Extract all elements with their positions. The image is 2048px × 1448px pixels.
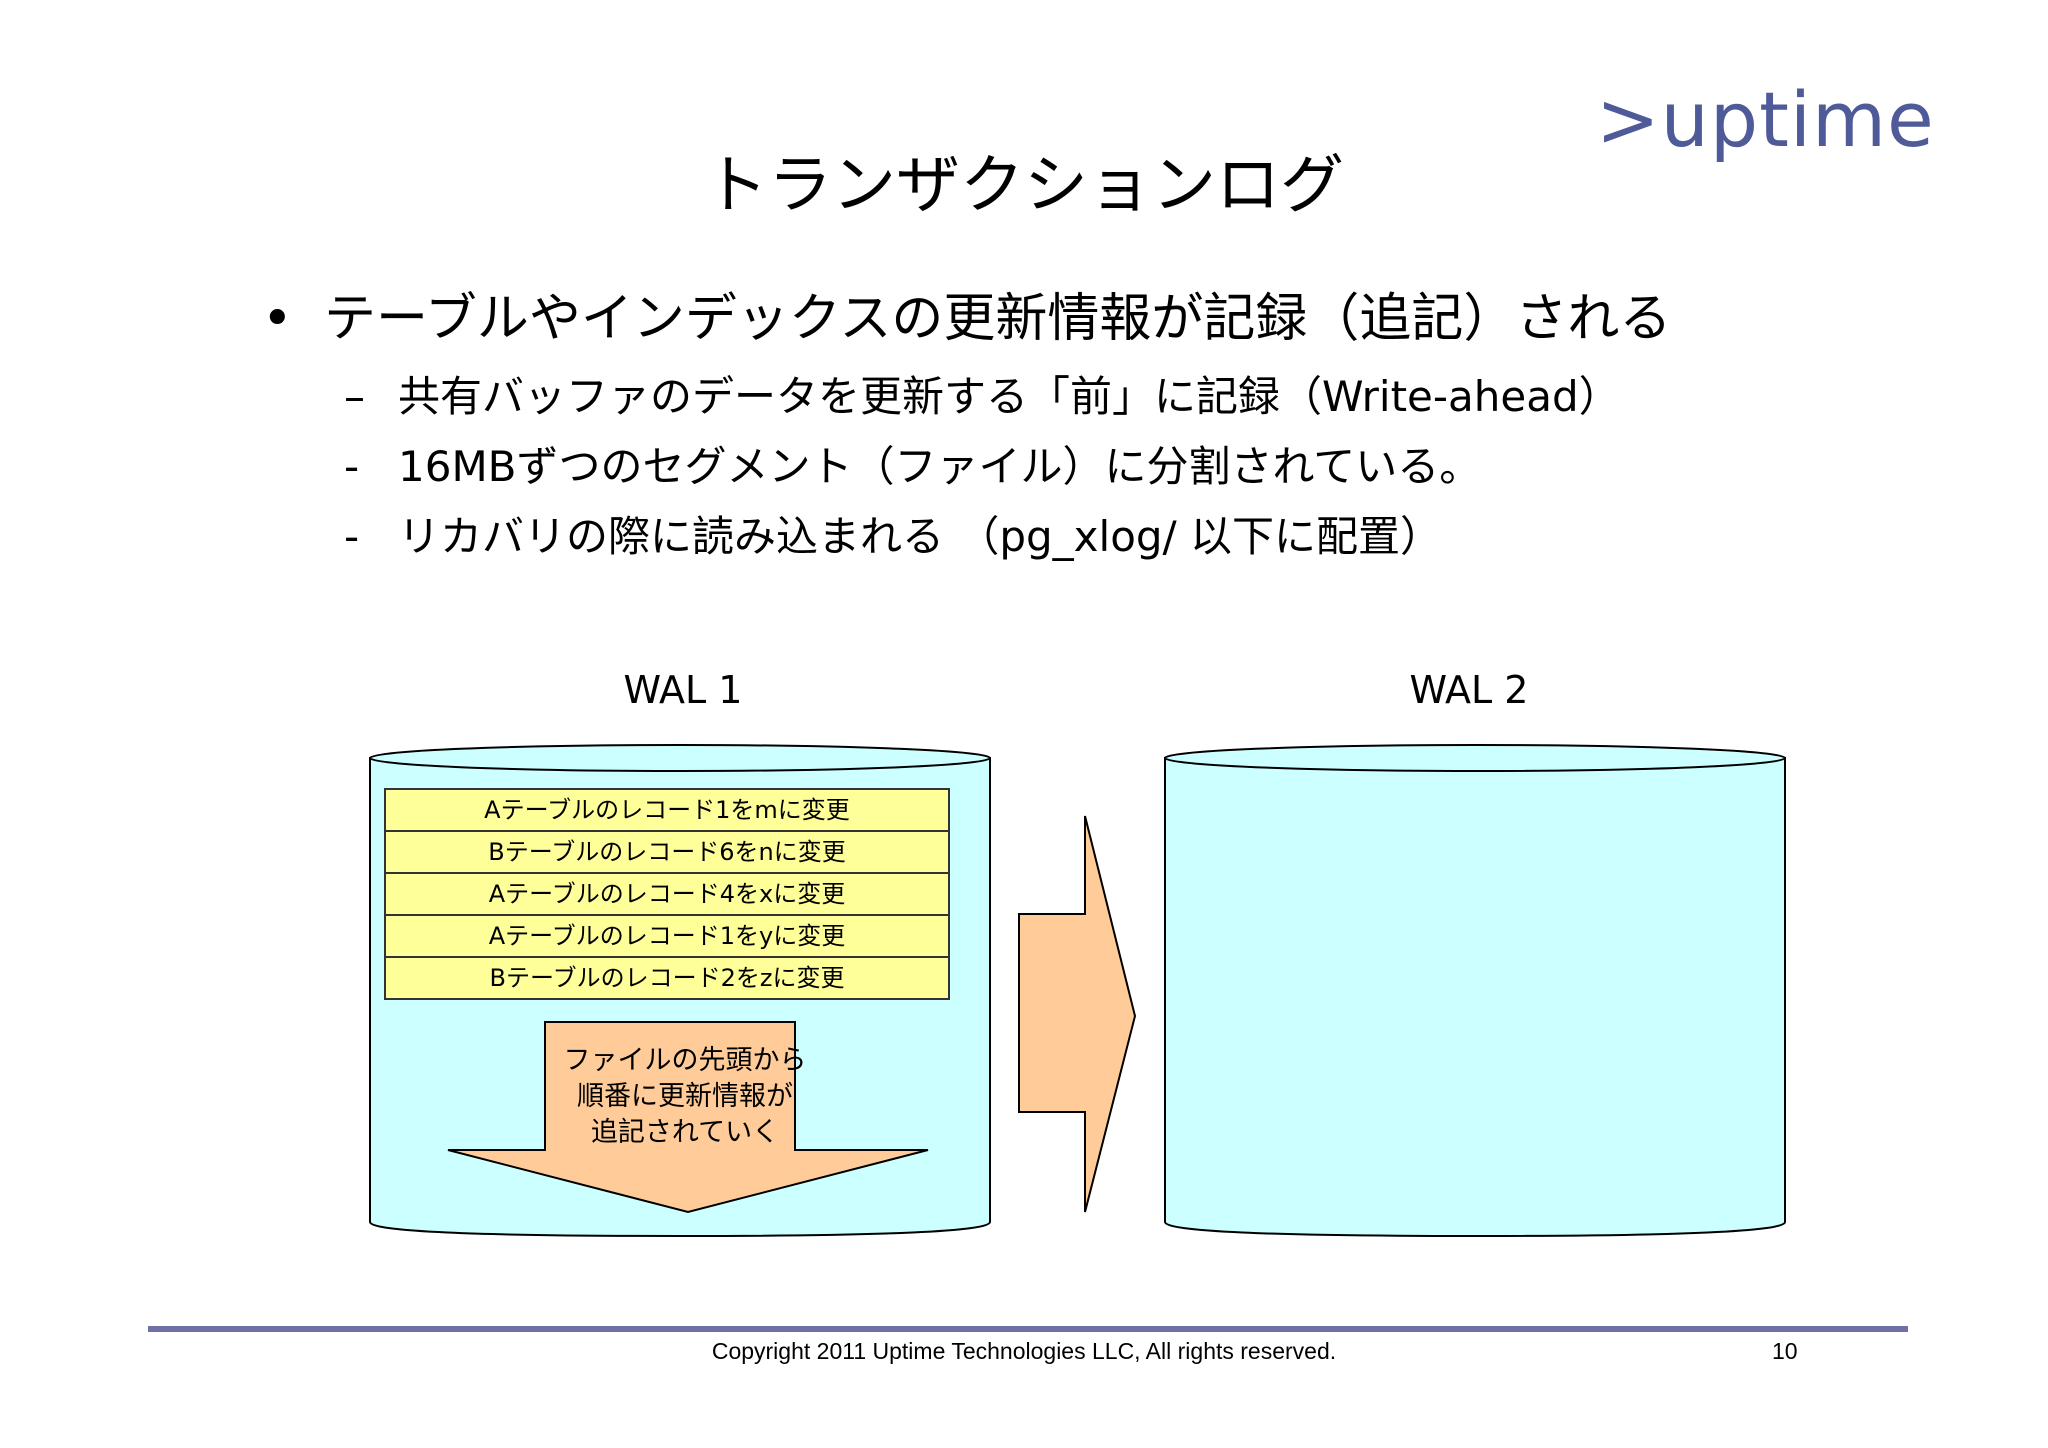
sub-bullet-text: 16MBずつのセグメント（ファイル）に分割されている。 xyxy=(398,442,1482,491)
append-arrow-text: ファイルの先頭から 順番に更新情報が 追記されていく xyxy=(545,1043,825,1151)
sub-bullet-dash: – xyxy=(344,372,365,421)
sub-bullet: -16MBずつのセグメント（ファイル）に分割されている。 xyxy=(344,442,1481,492)
wal2-label: WAL 2 xyxy=(1409,668,1529,712)
sub-bullet: -リカバリの際に読み込まれる （pg_xlog/ 以下に配置） xyxy=(344,512,1442,562)
wal-record: Bテーブルのレコード6をnに変更 xyxy=(384,830,950,874)
sub-bullet: –共有バッファのデータを更新する「前」に記録（Write-ahead） xyxy=(344,372,1621,422)
main-bullet: • テーブルやインデックスの更新情報が記録（追記）される xyxy=(262,288,1671,350)
sub-bullet-dash: - xyxy=(344,442,360,491)
append-arrow-line: ファイルの先頭から xyxy=(563,1045,807,1076)
footer-rule xyxy=(148,1326,1908,1332)
uptime-logo: >uptime xyxy=(1596,75,1935,164)
append-direction-arrow xyxy=(447,1021,929,1214)
page-number: 10 xyxy=(1772,1338,1798,1364)
wal-record: Bテーブルのレコード2をzに変更 xyxy=(384,956,950,1000)
append-arrow-line: 順番に更新情報が xyxy=(577,1081,793,1112)
main-bullet-text: テーブルやインデックスの更新情報が記録（追記）される xyxy=(324,289,1672,349)
next-wal-arrow xyxy=(1018,815,1137,1213)
append-arrow-line: 追記されていく xyxy=(590,1117,780,1148)
sub-bullet-text: リカバリの際に読み込まれる （pg_xlog/ 以下に配置） xyxy=(398,512,1443,561)
sub-bullet-dash: - xyxy=(344,512,360,561)
wal1-label: WAL 1 xyxy=(623,668,743,712)
wal-record: Aテーブルのレコード1をyに変更 xyxy=(384,914,950,958)
sub-bullet-text: 共有バッファのデータを更新する「前」に記録（Write-ahead） xyxy=(398,372,1621,421)
wal-record: Aテーブルのレコード4をxに変更 xyxy=(384,872,950,916)
bullet-symbol: • xyxy=(262,289,293,349)
wal-record: Aテーブルのレコード1をmに変更 xyxy=(384,788,950,832)
slide-title: トランザクションログ xyxy=(704,149,1344,223)
copyright-text: Copyright 2011 Uptime Technologies LLC, … xyxy=(711,1338,1337,1364)
wal2-cylinder xyxy=(1164,744,1786,1238)
